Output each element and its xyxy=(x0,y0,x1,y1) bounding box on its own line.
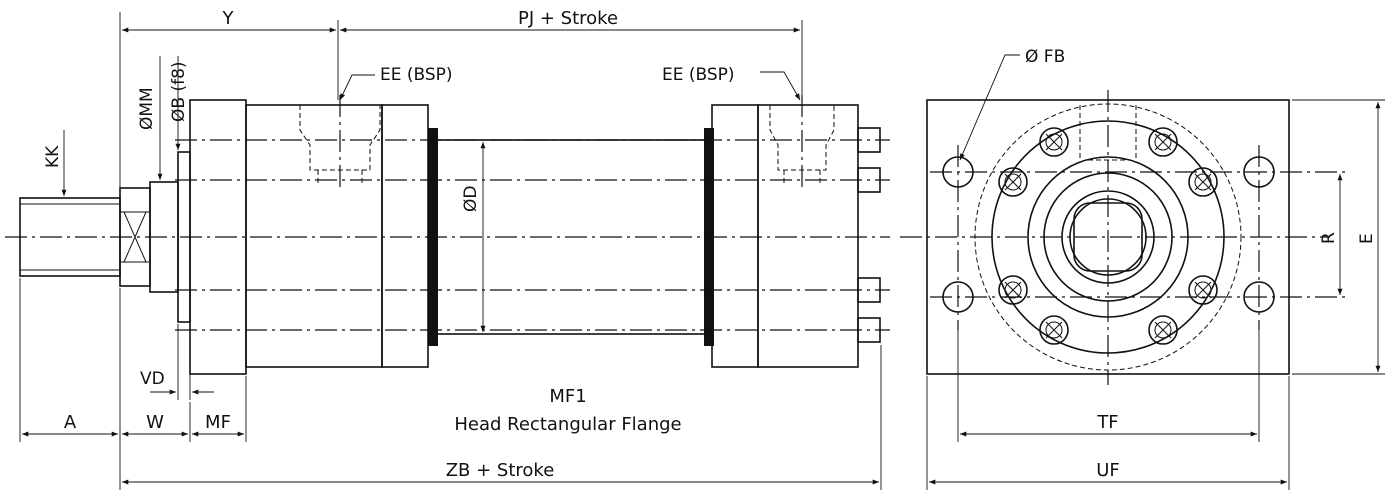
label-zb-stroke: ZB + Stroke xyxy=(446,460,555,481)
label-e: E xyxy=(1357,233,1377,244)
label-uf: UF xyxy=(1096,460,1120,481)
label-subtitle: Head Rectangular Flange xyxy=(454,414,681,435)
label-ob: ØB (f8) xyxy=(169,61,189,122)
head-cap xyxy=(381,104,429,368)
label-kk: KK xyxy=(43,145,63,168)
label-vd: VD xyxy=(140,369,165,389)
label-mf: MF xyxy=(205,412,231,433)
label-mf1: MF1 xyxy=(549,386,586,407)
side-view xyxy=(5,95,890,375)
dimensions xyxy=(19,12,1385,490)
label-ee-right: EE (BSP) xyxy=(662,65,735,85)
head-block xyxy=(245,104,383,368)
label-tf: TF xyxy=(1096,412,1118,433)
label-pj-stroke: PJ + Stroke xyxy=(518,8,618,29)
label-a: A xyxy=(64,412,77,433)
label-y: Y xyxy=(222,8,235,29)
cap-inner xyxy=(711,104,759,368)
label-w: W xyxy=(146,412,164,433)
end-view xyxy=(900,90,1350,385)
bolt-heads xyxy=(998,127,1218,345)
labels: Y PJ + Stroke EE (BSP) EE (BSP) Ø FB ØB … xyxy=(43,8,1377,481)
label-r: R xyxy=(1319,232,1339,244)
label-ee-left: EE (BSP) xyxy=(380,65,453,85)
cap-block xyxy=(757,104,859,368)
label-fb: Ø FB xyxy=(1025,47,1065,67)
label-omm: ØMM xyxy=(137,87,157,130)
label-od: ØD xyxy=(461,186,481,212)
